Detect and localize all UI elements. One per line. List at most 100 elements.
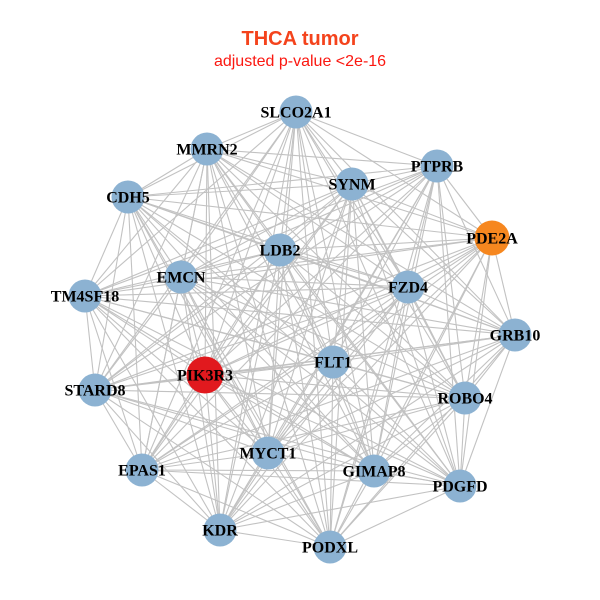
network-edge bbox=[141, 237, 493, 471]
network-edge bbox=[94, 389, 375, 472]
network-edge bbox=[94, 237, 493, 391]
node-label-robo4: ROBO4 bbox=[437, 391, 492, 408]
node-label-slco2a1: SLCO2A1 bbox=[260, 105, 331, 122]
network-node-grb10 bbox=[498, 318, 532, 352]
network-edge bbox=[180, 276, 331, 548]
node-label-epas1: EPAS1 bbox=[118, 463, 166, 480]
network-node-epas1 bbox=[125, 453, 159, 487]
network-edge bbox=[94, 196, 129, 391]
network-edge bbox=[204, 374, 221, 531]
network-edge bbox=[94, 286, 409, 391]
network-edge bbox=[94, 165, 438, 391]
network-edge bbox=[94, 389, 466, 399]
network-edge bbox=[180, 183, 353, 278]
network-edge bbox=[180, 111, 297, 278]
network-edge bbox=[180, 249, 281, 278]
network-node-synm bbox=[335, 167, 369, 201]
node-label-ptprb: PTPRB bbox=[411, 159, 464, 176]
node-label-stard8: STARD8 bbox=[64, 383, 125, 400]
network-edge bbox=[204, 374, 466, 399]
network-edge bbox=[127, 196, 143, 471]
network-edge bbox=[407, 165, 438, 288]
network-edge bbox=[407, 286, 466, 399]
network-edge bbox=[459, 237, 493, 487]
network-node-pdgfd bbox=[443, 469, 477, 503]
network-edge bbox=[267, 334, 516, 454]
network-edge bbox=[407, 286, 516, 336]
network-edge bbox=[267, 397, 466, 454]
network-edge bbox=[206, 148, 409, 288]
network-edge bbox=[84, 286, 409, 297]
network-edge bbox=[332, 361, 466, 399]
network-edge bbox=[373, 286, 409, 472]
node-label-myct1: MYCT1 bbox=[240, 446, 297, 463]
network-edge bbox=[206, 148, 221, 531]
network-edge bbox=[279, 249, 334, 363]
network-edge bbox=[351, 183, 493, 239]
network-edge bbox=[279, 165, 438, 251]
node-label-pdgfd: PDGFD bbox=[432, 479, 487, 496]
network-edge bbox=[279, 249, 331, 548]
network-edge bbox=[206, 148, 438, 167]
network-edge bbox=[295, 111, 438, 167]
network-node-cdh5 bbox=[111, 180, 145, 214]
network-node-kdr bbox=[203, 513, 237, 547]
network-edge bbox=[127, 165, 438, 198]
node-label-synm: SYNM bbox=[328, 177, 375, 194]
network-edge bbox=[267, 249, 281, 454]
network-edge bbox=[84, 165, 438, 297]
network-edge bbox=[94, 148, 208, 391]
network-edge bbox=[279, 249, 409, 288]
node-label-pde2a: PDE2A bbox=[466, 231, 518, 248]
node-label-kdr: KDR bbox=[202, 523, 238, 540]
network-edge bbox=[219, 529, 331, 548]
network-edge bbox=[127, 196, 375, 472]
network-node-myct1 bbox=[251, 436, 285, 470]
network-edge bbox=[127, 196, 461, 487]
network-edge bbox=[332, 361, 461, 487]
network-edge bbox=[329, 397, 466, 548]
network-edge bbox=[180, 165, 438, 278]
network-edge bbox=[180, 276, 221, 531]
nodes-layer bbox=[68, 95, 532, 564]
network-node-fzd4 bbox=[391, 270, 425, 304]
network-node-emcn bbox=[164, 260, 198, 294]
network-edge bbox=[204, 111, 297, 376]
node-label-cdh5: CDH5 bbox=[106, 190, 150, 207]
network-edge bbox=[219, 183, 353, 531]
network-edge bbox=[180, 276, 375, 472]
network-edge bbox=[84, 295, 516, 336]
node-label-flt1: FLT1 bbox=[314, 355, 352, 372]
network-edge bbox=[295, 111, 466, 399]
network-edge bbox=[94, 183, 353, 391]
node-label-grb10: GRB10 bbox=[490, 328, 541, 345]
node-label-emcn: EMCN bbox=[157, 270, 206, 287]
network-edge bbox=[84, 183, 353, 297]
network-edge bbox=[329, 334, 516, 548]
node-label-mmrn2: MMRN2 bbox=[176, 142, 237, 159]
network-edge bbox=[84, 295, 269, 454]
network-edge bbox=[141, 469, 331, 548]
network-edge bbox=[295, 111, 331, 548]
network-edge bbox=[127, 196, 206, 376]
network-edge bbox=[332, 286, 409, 363]
network-edge bbox=[219, 286, 409, 531]
network-edge bbox=[219, 334, 516, 531]
network-node-mmrn2 bbox=[190, 132, 224, 166]
network-node-ptprb bbox=[420, 149, 454, 183]
network-edge bbox=[219, 397, 466, 531]
network-edge bbox=[295, 111, 334, 363]
network-edge bbox=[127, 183, 353, 198]
labels-layer: SLCO2A1MMRN2PTPRBSYNMCDH5PDE2ALDB2EMCNFZ… bbox=[51, 105, 541, 557]
network-node-pik3r3 bbox=[186, 356, 224, 394]
network-edge bbox=[127, 196, 493, 239]
network-node-stard8 bbox=[78, 373, 112, 407]
network-edge bbox=[141, 276, 182, 471]
network-node-robo4 bbox=[448, 381, 482, 415]
network-edge bbox=[351, 183, 375, 472]
node-label-podxl: PODXL bbox=[302, 540, 358, 557]
network-edge bbox=[84, 295, 221, 531]
network-edge bbox=[329, 485, 461, 548]
network-edge bbox=[407, 286, 461, 487]
